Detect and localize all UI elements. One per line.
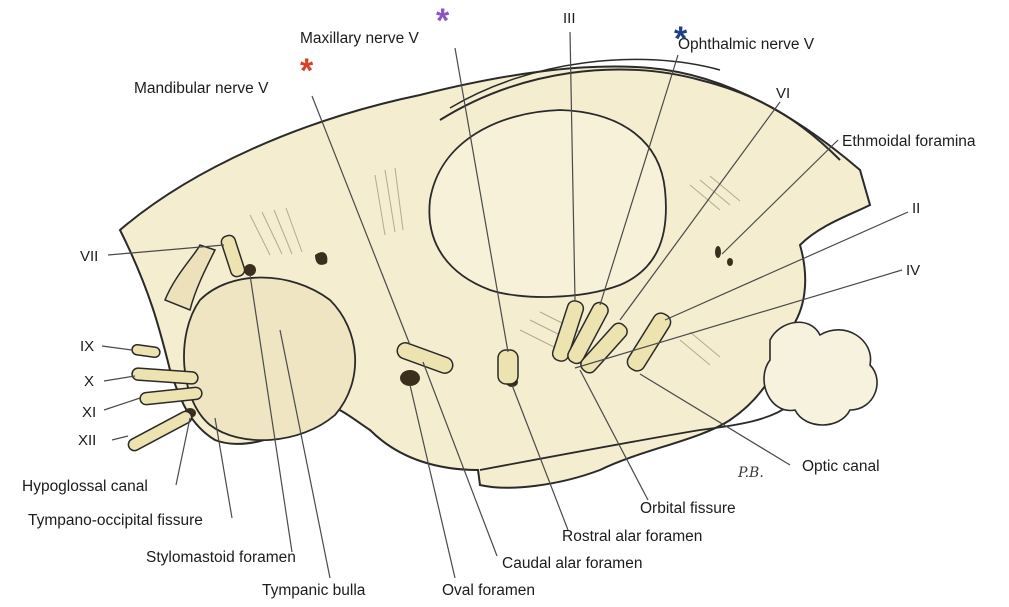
label-x: X	[84, 373, 94, 391]
artist-signature: P.B.	[738, 465, 764, 481]
label-caudal-alar-foramen: Caudal alar foramen	[502, 555, 642, 573]
stylomastoid-hole	[244, 264, 256, 276]
label-vii: VII	[80, 248, 98, 266]
rostral-bulge	[764, 322, 877, 425]
label-oval-foramen: Oval foramen	[442, 582, 535, 600]
label-iv: IV	[906, 262, 920, 280]
label-xii: XII	[78, 432, 96, 450]
label-optic-canal: Optic canal	[802, 458, 880, 476]
label-mandibular-nerve: Mandibular nerve V	[134, 80, 268, 98]
label-stylomastoid-foramen: Stylomastoid foramen	[146, 549, 296, 567]
label-orbital-fissure: Orbital fissure	[640, 500, 736, 518]
label-tympanic-bulla: Tympanic bulla	[262, 582, 365, 600]
oval-foramen-hole	[400, 370, 420, 386]
nerve-maxillary	[498, 350, 518, 384]
label-ix: IX	[80, 338, 94, 356]
label-maxillary-nerve: Maxillary nerve V	[300, 30, 419, 48]
label-rostral-alar-foramen: Rostral alar foramen	[562, 528, 702, 546]
mandibular-star-marker: *	[300, 56, 313, 86]
ophthalmic-star-marker: *	[674, 24, 687, 54]
label-ii: II	[912, 200, 920, 218]
tympanic-bulla-shape	[184, 278, 355, 441]
label-ethmoidal-foramina: Ethmoidal foramina	[842, 133, 976, 151]
label-xi: XI	[82, 404, 96, 422]
label-iii: III	[563, 10, 576, 28]
label-hypoglossal-canal: Hypoglossal canal	[22, 478, 148, 496]
maxillary-star-marker: *	[436, 6, 449, 36]
label-vi: VI	[776, 85, 790, 103]
nerve-ix	[131, 344, 160, 358]
label-tympano-occipital-fissure: Tympano-occipital fissure	[28, 512, 203, 530]
label-ophthalmic-nerve: Ophthalmic nerve V	[678, 36, 814, 54]
